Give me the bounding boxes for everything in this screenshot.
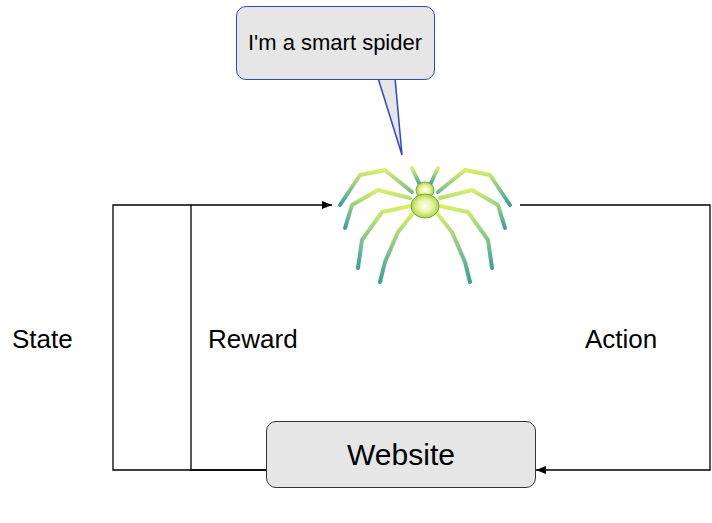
bubble-tail	[378, 78, 402, 155]
speech-bubble: I'm a smart spider	[236, 6, 435, 80]
signal-label: Action	[585, 324, 657, 355]
signal-label: State	[12, 324, 73, 355]
signal-label: Reward	[208, 324, 298, 355]
spider-illustration	[340, 168, 510, 282]
action-wire	[520, 205, 710, 470]
callout-text: I'm a smart spider	[248, 30, 422, 56]
spider-body	[411, 182, 439, 218]
process-box: Website	[266, 421, 536, 488]
box-label: Website	[347, 438, 455, 472]
